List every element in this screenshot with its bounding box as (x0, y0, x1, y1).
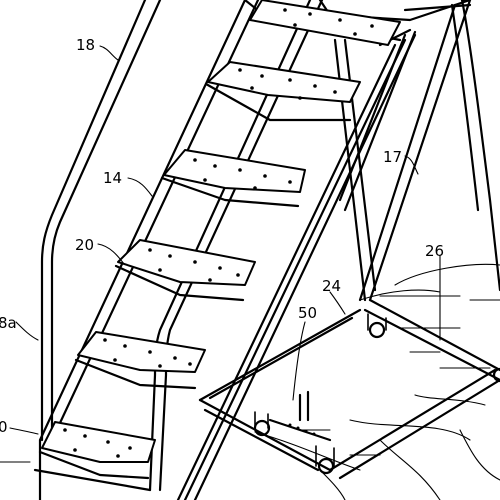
label-20: 20 (75, 236, 94, 254)
base-frame (198, 298, 500, 480)
floor-shading (0, 263, 500, 500)
label-50: 50 (298, 304, 317, 322)
label-18: 18 (76, 36, 95, 54)
tread-perforations (63, 8, 374, 458)
label-17: 17 (383, 148, 402, 166)
label-26: 26 (425, 242, 444, 260)
reference-labels: 18 14 20 17 26 24 50 8a 0 (0, 36, 444, 436)
label-8a: 8a (0, 314, 17, 332)
treads (33, 0, 401, 492)
label-0: 0 (0, 418, 8, 436)
handrail-left (40, 0, 162, 442)
label-24: 24 (322, 277, 341, 295)
caster-wheels (253, 313, 500, 475)
label-14: 14 (103, 169, 122, 187)
leader-lines (9, 45, 441, 435)
